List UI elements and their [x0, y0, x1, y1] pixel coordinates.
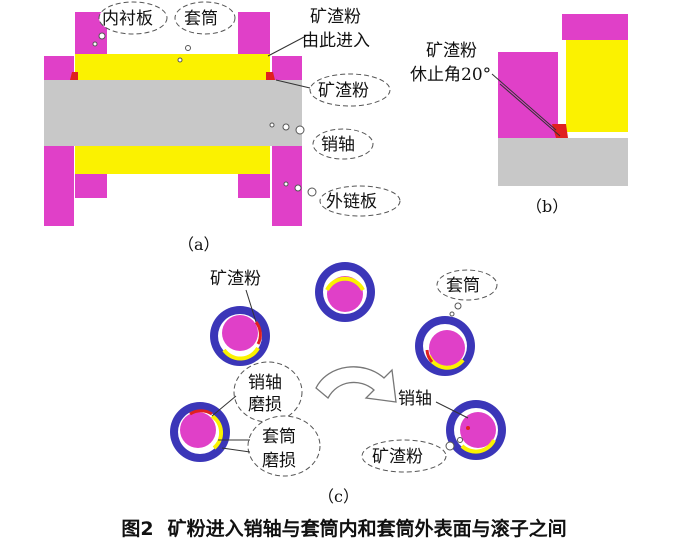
roller-top-middle — [315, 262, 375, 322]
callout-outer-plate — [319, 185, 401, 217]
panel-b: 矿渣粉 休止角20° （b） — [410, 14, 628, 216]
callout-sleeve — [174, 1, 236, 35]
roller-bottom-left — [170, 402, 230, 462]
callout-dust-c — [361, 439, 447, 473]
roller-top-left — [210, 306, 270, 366]
leader-pin-c — [435, 401, 469, 419]
label-pin-wear-2: 磨损 — [248, 395, 282, 415]
roller-top-right — [415, 316, 475, 376]
bubble-dot — [98, 32, 106, 40]
inner-plate-b — [498, 52, 558, 138]
roller-bottom-right — [446, 400, 506, 460]
bubble-dot — [177, 57, 183, 63]
panel-a-label: （a） — [178, 235, 220, 254]
panel-a: 内衬板 套筒 矿渣粉 由此进入 矿渣粉 销轴 外链板 （a） — [44, 1, 401, 254]
caption-text: 矿粉进入销轴与套筒内和套筒外表面与滚子之间 — [167, 518, 567, 540]
leader-pin-wear — [211, 395, 237, 417]
label-dust-b: 矿渣粉 — [426, 41, 477, 61]
bubble-dot — [454, 302, 462, 310]
inner-plate-right-top — [238, 12, 270, 54]
label-dust-enter-1: 矿渣粉 — [310, 7, 361, 27]
label-sleeve: 套筒 — [184, 9, 218, 29]
label-pin-wear-1: 销轴 — [248, 373, 282, 393]
pin-shaft — [44, 80, 302, 146]
callout-inner-plate — [98, 1, 168, 35]
bubble-dot — [294, 184, 302, 192]
panel-c-label: （c） — [318, 487, 359, 506]
leader-sleeve-wear-2 — [221, 447, 251, 453]
bubble-dot — [283, 181, 289, 187]
label-sleeve-wear-2: 磨损 — [262, 451, 296, 471]
leader-angle — [491, 73, 557, 131]
sleeve-b — [566, 40, 628, 132]
label-dust-top: 矿渣粉 — [210, 269, 261, 289]
inner-plate-right-bottom — [238, 174, 270, 198]
dust-pile-b — [552, 124, 568, 138]
label-dust-bottom: 矿渣粉 — [372, 447, 423, 467]
callout-sleeve-c — [436, 269, 498, 301]
label-dust-enter-2: 由此进入 — [302, 31, 370, 51]
leader-dust-enter — [267, 35, 307, 57]
dust-mark-right — [266, 72, 275, 80]
label-pin: 销轴 — [321, 135, 355, 155]
bubble-dot — [185, 45, 191, 51]
leader-angle-2 — [499, 83, 561, 137]
inner-plate-left-bottom — [75, 174, 107, 198]
leader-dust-c — [245, 289, 257, 323]
panel-b-label: （b） — [526, 197, 568, 216]
callout-sleeve-wear — [247, 415, 321, 477]
label-angle-b: 休止角20° — [410, 65, 491, 85]
dust-mark-left — [70, 72, 78, 80]
outer-plate-b — [562, 14, 628, 40]
panel-c: 矿渣粉 套筒 销轴 磨损 套筒 磨损 销轴 矿渣粉 （c） — [170, 262, 506, 506]
bubble-dot — [92, 41, 98, 47]
sleeve-top — [75, 54, 270, 80]
label-inner-plate: 内衬板 — [102, 9, 153, 29]
label-dust: 矿渣粉 — [318, 81, 369, 101]
bubble-dot — [445, 441, 455, 451]
rotation-arrow-icon — [315, 366, 397, 403]
label-pin-c: 销轴 — [398, 389, 432, 409]
callout-pin — [312, 128, 374, 160]
label-sleeve-c: 套筒 — [446, 276, 480, 296]
figure-caption: 图2 矿粉进入销轴与套筒内和套筒外表面与滚子之间 — [0, 514, 688, 541]
bubble-dot — [449, 311, 455, 317]
label-sleeve-wear-1: 套筒 — [262, 427, 296, 447]
bubble-dot — [269, 122, 275, 128]
leader-dust — [275, 79, 311, 89]
bubble-dot — [457, 437, 463, 443]
caption-number: 图2 — [121, 518, 154, 540]
bubble-dot — [307, 187, 317, 197]
bubble-dot — [282, 123, 290, 131]
sleeve-bottom — [75, 146, 270, 174]
label-outer-plate: 外链板 — [326, 192, 377, 212]
bubble-dot — [295, 125, 305, 135]
callout-dust — [309, 73, 391, 107]
pin-b — [498, 138, 628, 186]
